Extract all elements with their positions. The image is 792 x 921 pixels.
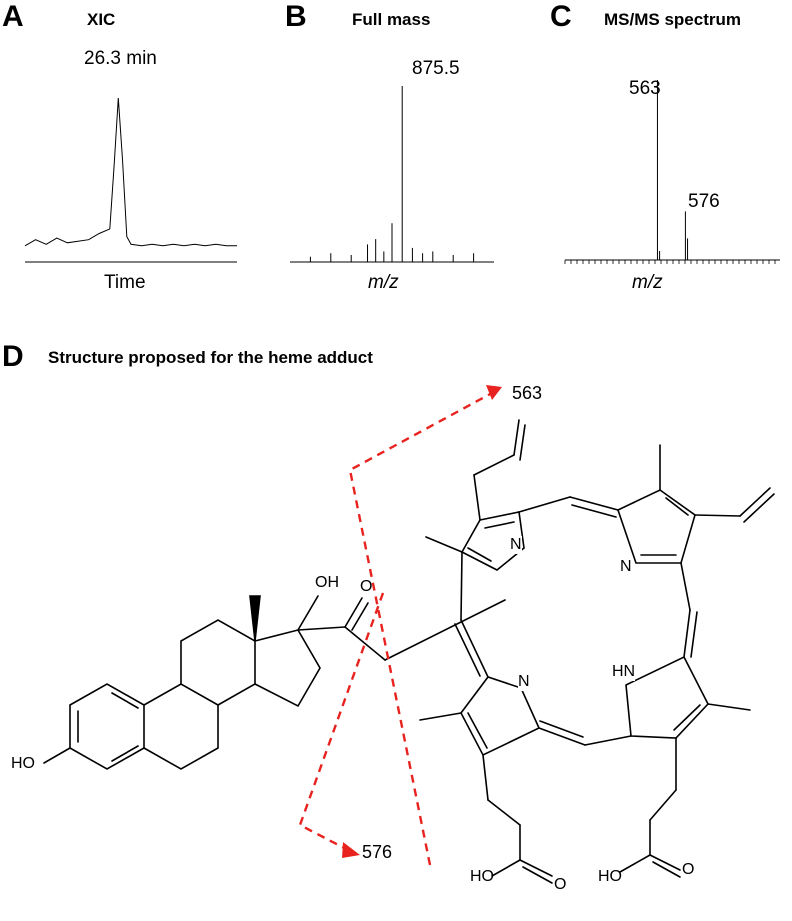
msms-spectrum [564,80,780,264]
steroid-ring-d [254,629,321,708]
full-mass-xlabel: m/z [368,272,399,293]
panel-b-title: Full mass [352,10,431,29]
panel-a-title: XIC [87,10,116,29]
pyrrole-bottom-right [625,655,709,739]
xic-trace [24,97,237,247]
full-mass-peak-label: 875.5 [412,58,460,79]
atom-ho-phenol: HO [11,755,35,772]
spectra-charts [24,80,780,264]
arrow-head-576 [342,842,360,858]
atom-hn: HN [612,663,636,681]
fragment-label-576: 576 [362,842,393,862]
panel-d-title: Structure proposed for the heme adduct [48,348,373,367]
fragment-label-563: 563 [512,383,543,403]
fragment-arrows [298,391,493,866]
atom-ho-acid-right: HO [598,868,622,885]
steroid-ring-b [143,683,219,770]
panel-b-letter: B [285,0,307,33]
pyrrole-top-right [617,489,696,564]
steroid-ring-c [180,619,256,706]
steroid-ring-a [69,683,145,770]
panel-a-letter: A [2,0,24,33]
xic-peak-label: 26.3 min [84,48,157,69]
full-mass-spectrum [290,86,494,263]
atom-n-top-right: N [620,558,632,576]
msms-peak-label-563: 563 [629,78,661,99]
pyrrole-bottom-left [460,676,541,757]
xic-chromatogram [24,97,237,263]
atom-oh-c17: OH [315,574,339,591]
methyl-wedge [249,595,261,642]
msms-xlabel: m/z [632,272,663,293]
panel-d-letter: D [2,340,24,373]
panel-c-title: MS/MS spectrum [604,10,741,29]
msms-peak-label-576: 576 [688,191,720,212]
arrow-head-563 [486,385,502,400]
atom-n-top-left: N [510,536,522,554]
atom-n-bottom-left: N [518,673,530,691]
atom-ho-acid-left: HO [470,868,494,885]
panel-c-letter: C [550,0,572,33]
atom-o-acid-left: O [554,876,567,893]
atom-o-ketone: O [360,578,373,595]
atom-o-acid-right: O [682,861,695,878]
pyrrole-top-left [460,511,525,571]
xic-xlabel: Time [104,272,146,293]
